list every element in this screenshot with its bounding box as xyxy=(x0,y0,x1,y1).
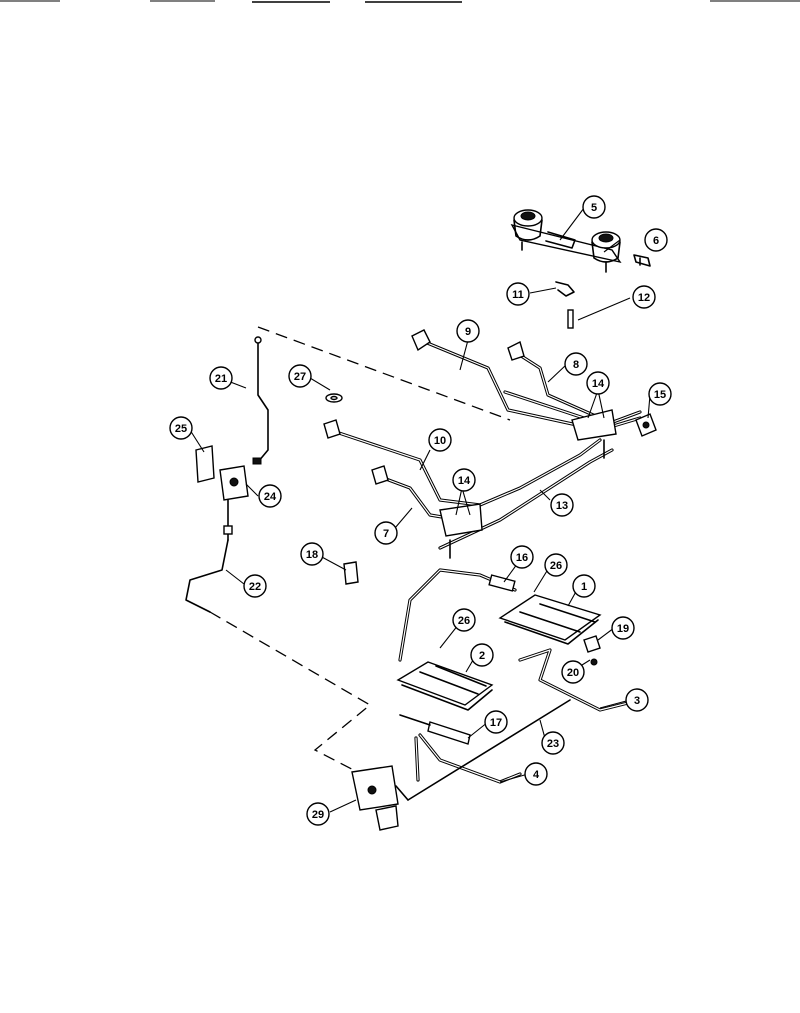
callout-22: 22 xyxy=(243,574,267,598)
orifice-part xyxy=(583,635,601,666)
svg-text:13: 13 xyxy=(556,500,568,512)
manifold-upper xyxy=(411,329,642,441)
top-burner-assembly xyxy=(510,209,622,273)
svg-text:27: 27 xyxy=(294,371,306,383)
callout-20: 20 xyxy=(561,660,585,684)
callout-5: 5 xyxy=(582,195,606,219)
svg-text:2: 2 xyxy=(479,650,485,662)
svg-text:14: 14 xyxy=(458,475,471,487)
callout-11: 11 xyxy=(506,282,530,306)
leader-lines xyxy=(189,207,651,813)
igniter-bracket xyxy=(185,445,249,613)
callout-9: 9 xyxy=(456,319,480,343)
svg-text:4: 4 xyxy=(533,769,540,781)
svg-text:16: 16 xyxy=(516,552,528,564)
clip-part xyxy=(633,254,651,267)
callout-16: 16 xyxy=(510,545,534,569)
svg-text:3: 3 xyxy=(634,695,640,707)
svg-text:10: 10 xyxy=(434,435,446,447)
valve-knob-part xyxy=(635,413,657,437)
callout-6: 6 xyxy=(644,228,668,252)
svg-text:25: 25 xyxy=(175,423,187,435)
svg-text:11: 11 xyxy=(512,289,524,301)
callout-17: 17 xyxy=(484,710,508,734)
callout-10: 10 xyxy=(428,428,452,452)
svg-text:17: 17 xyxy=(490,717,502,729)
svg-text:21: 21 xyxy=(215,373,227,385)
svg-text:12: 12 xyxy=(638,292,650,304)
callout-21: 21 xyxy=(209,366,233,390)
burner-right xyxy=(498,594,602,645)
callout-18: 18 xyxy=(300,542,324,566)
callout-23: 23 xyxy=(541,731,565,755)
callout-15: 15 xyxy=(648,382,672,406)
svg-text:7: 7 xyxy=(383,528,389,540)
electrode-part xyxy=(399,714,471,745)
thermocouple-part xyxy=(252,336,269,465)
dashed-connections xyxy=(209,326,511,791)
svg-text:8: 8 xyxy=(573,359,579,371)
svg-text:26: 26 xyxy=(550,560,562,572)
callout-26-upper: 26 xyxy=(544,553,568,577)
svg-text:23: 23 xyxy=(547,738,559,750)
svg-text:15: 15 xyxy=(654,389,666,401)
svg-text:18: 18 xyxy=(306,549,318,561)
callout-14-lower: 14 xyxy=(452,468,476,492)
manifold-lower xyxy=(323,419,614,559)
callouts: 1 2 3 4 5 6 7 8 9 10 11 12 13 14 15 16 1… xyxy=(169,195,672,826)
callout-4: 4 xyxy=(524,762,548,786)
pin-part xyxy=(567,309,574,329)
header-strip xyxy=(0,0,800,3)
callout-14-upper: 14 xyxy=(586,371,610,395)
svg-text:22: 22 xyxy=(249,581,261,593)
svg-text:14: 14 xyxy=(592,378,605,390)
washer-part xyxy=(325,393,343,403)
callout-12: 12 xyxy=(632,285,656,309)
svg-text:6: 6 xyxy=(653,235,659,247)
gas-line xyxy=(398,568,517,662)
spacer-part xyxy=(343,561,359,585)
svg-text:9: 9 xyxy=(465,326,471,338)
callout-25: 25 xyxy=(169,416,193,440)
svg-text:29: 29 xyxy=(312,809,324,821)
callout-29: 29 xyxy=(306,802,330,826)
svg-text:26: 26 xyxy=(458,615,470,627)
callout-2: 2 xyxy=(470,643,494,667)
callout-26-lower: 26 xyxy=(452,608,476,632)
callout-1: 1 xyxy=(572,574,596,598)
svg-text:5: 5 xyxy=(591,202,597,214)
svg-text:19: 19 xyxy=(617,623,629,635)
callout-24: 24 xyxy=(258,484,282,508)
callout-19: 19 xyxy=(611,616,635,640)
callout-3: 3 xyxy=(625,688,649,712)
callout-13: 13 xyxy=(550,493,574,517)
svg-text:1: 1 xyxy=(581,581,587,593)
svg-text:20: 20 xyxy=(567,667,579,679)
svg-text:24: 24 xyxy=(264,491,277,503)
burner-left xyxy=(396,661,494,711)
callout-27: 27 xyxy=(288,364,312,388)
valve-body-part xyxy=(351,765,409,831)
callout-7: 7 xyxy=(374,521,398,545)
callout-8: 8 xyxy=(564,352,588,376)
burner-tubes xyxy=(407,648,642,801)
bracket-part xyxy=(555,281,575,297)
